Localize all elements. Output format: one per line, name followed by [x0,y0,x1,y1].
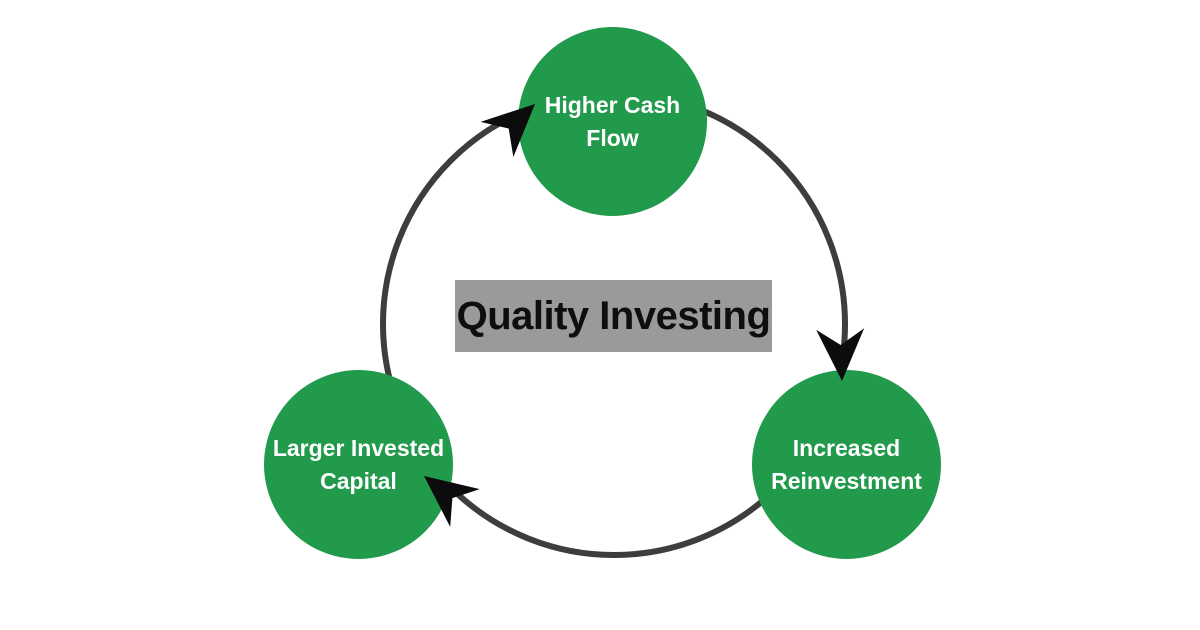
node-label-line: Capital [320,467,397,494]
node-increased-reinvestment: Increased Reinvestment [752,370,941,559]
node-label-line: Reinvestment [771,467,922,494]
node-larger-invested-capital-label: Larger Invested Capital [265,432,452,497]
node-higher-cash-flow: Higher Cash Flow [518,27,707,216]
node-label-line: Larger Invested [272,434,445,461]
title-box: Quality Investing [455,280,772,352]
node-label-line: Higher Cash [544,91,681,118]
node-larger-invested-capital: Larger Invested Capital [264,370,453,559]
page-title: Quality Investing [456,293,771,338]
node-higher-cash-flow-label: Higher Cash Flow [537,89,688,154]
node-label-line: Increased [792,434,901,461]
node-increased-reinvestment-label: Increased Reinvestment [763,432,930,497]
node-label-line: Flow [586,124,639,151]
